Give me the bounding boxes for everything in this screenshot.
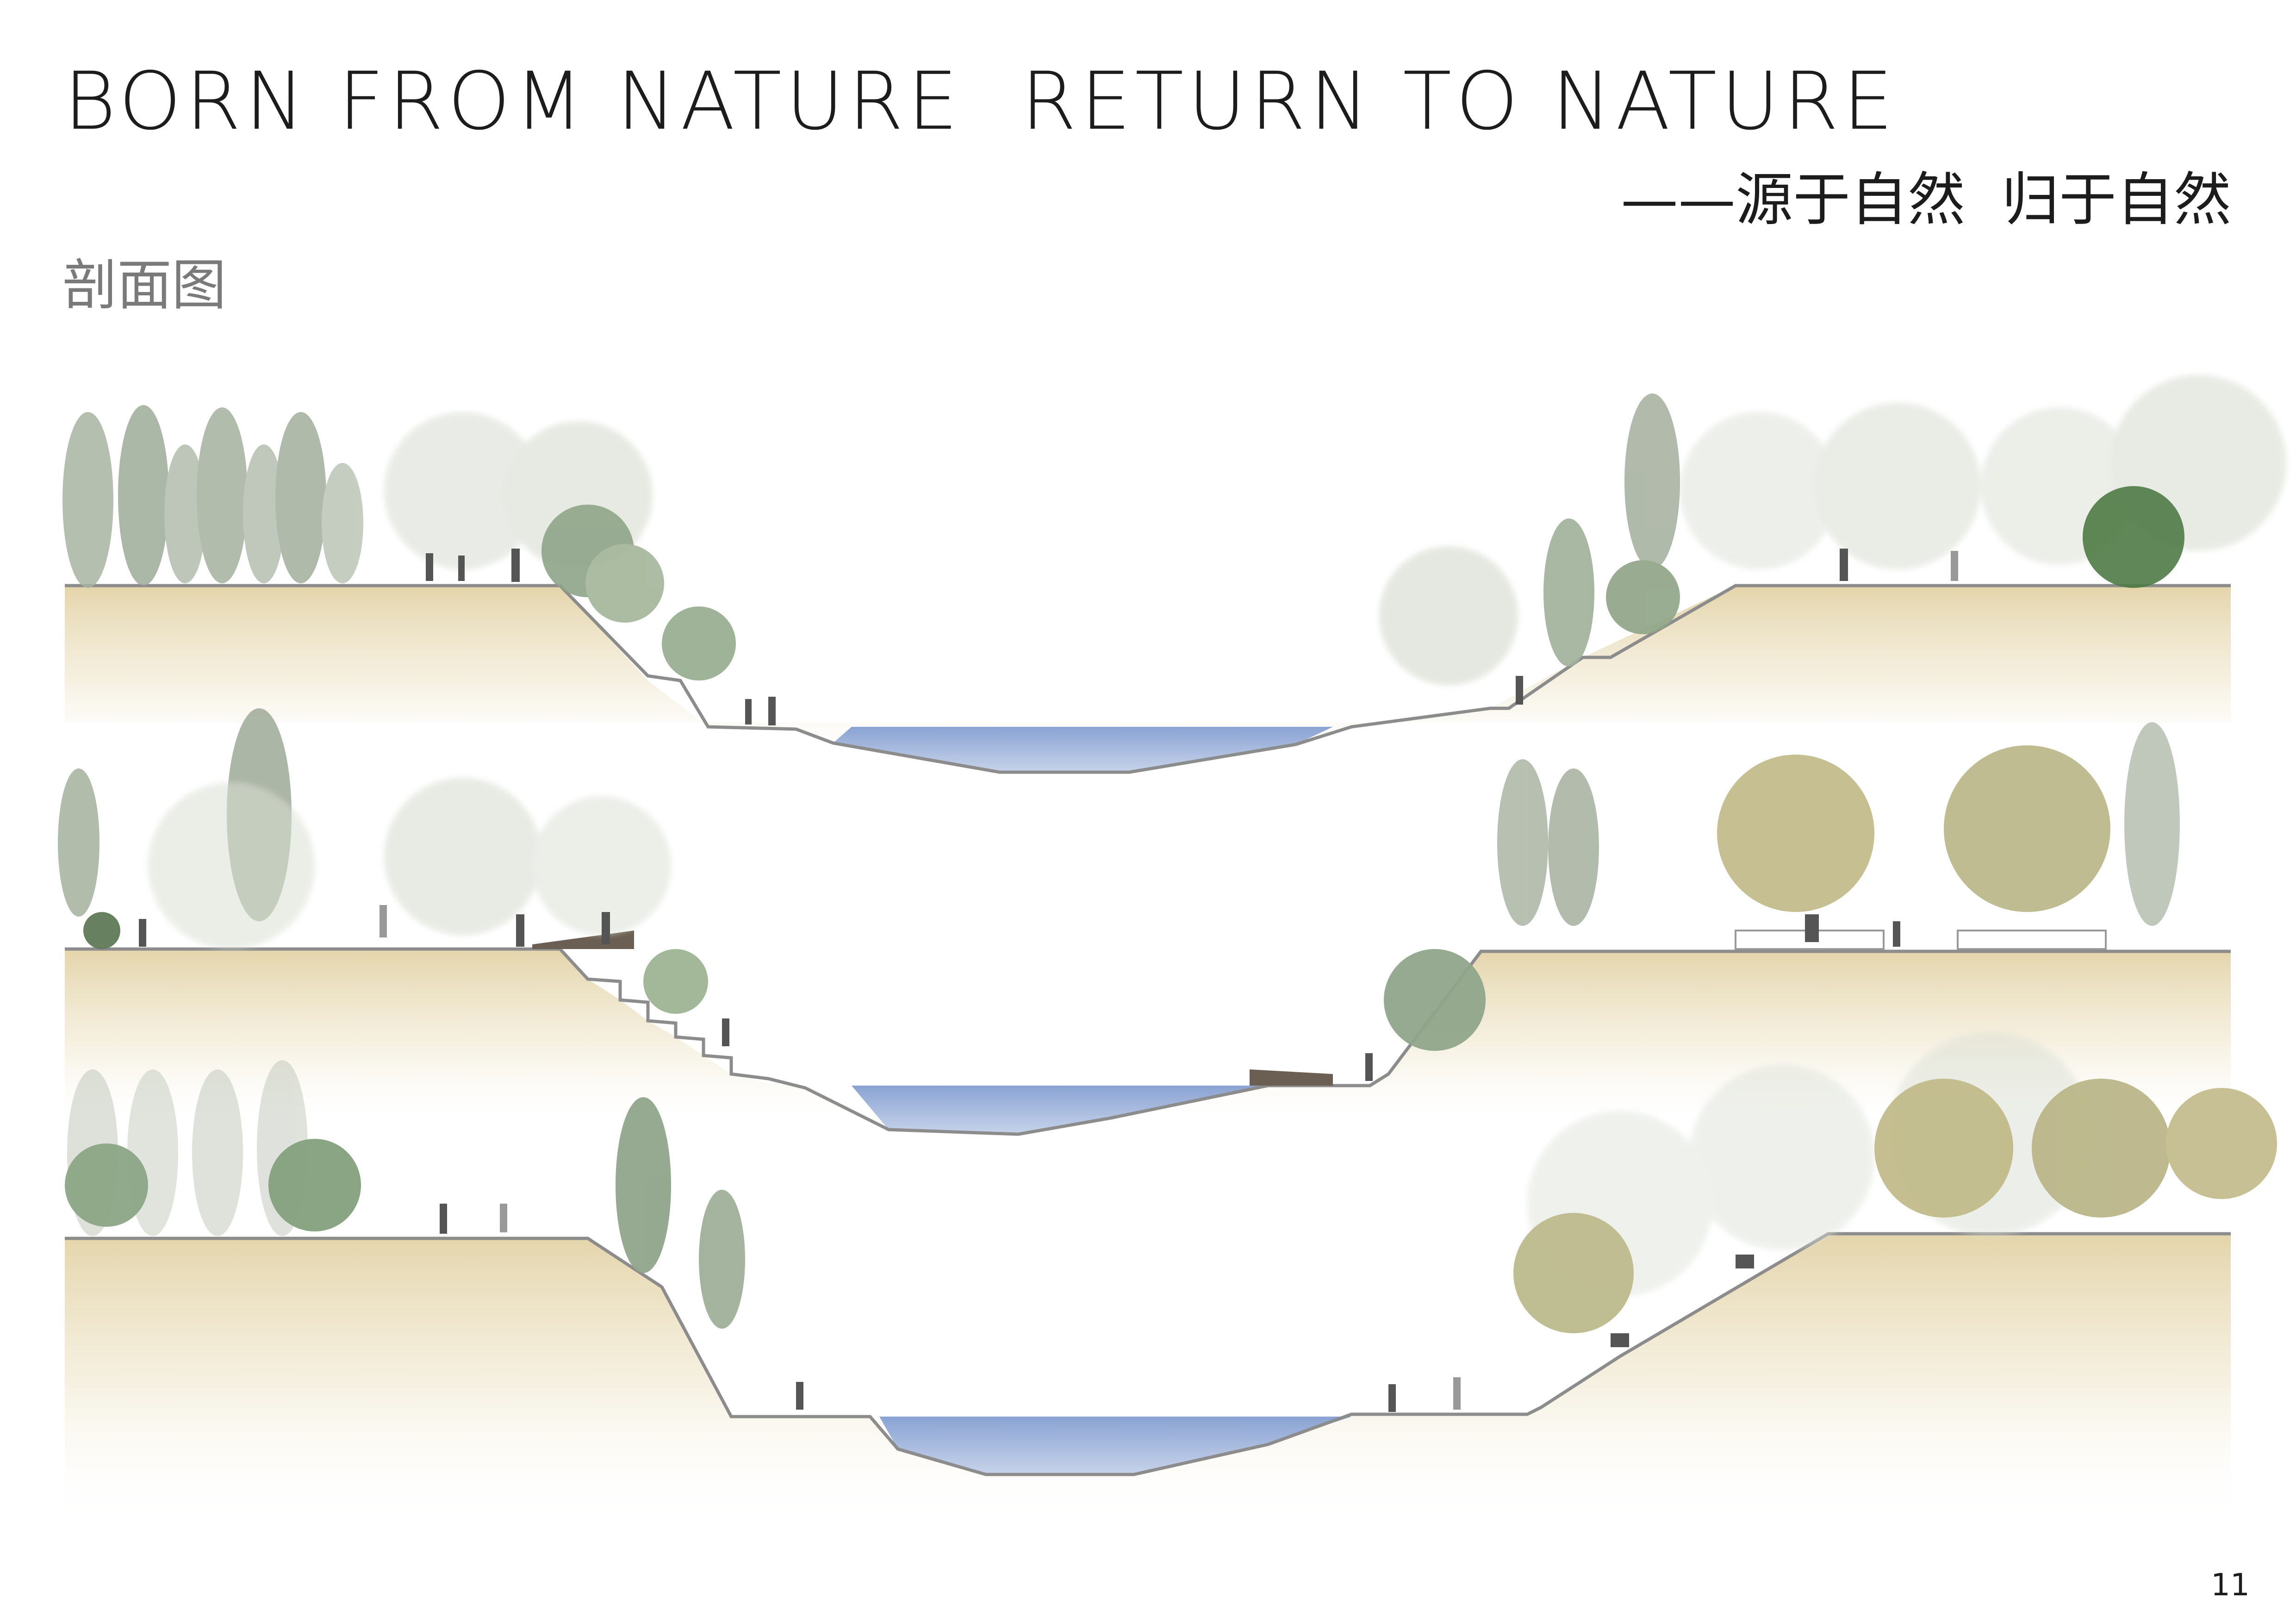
misty-trees — [384, 375, 2286, 685]
section-2 — [58, 708, 2231, 1136]
section-3 — [65, 1032, 2277, 1528]
water-body — [833, 727, 1333, 772]
page-number: 11 — [2211, 1567, 2250, 1603]
people — [139, 905, 1900, 1081]
people — [426, 549, 1958, 725]
soil-mass — [65, 586, 2231, 773]
page-title: BORN FROM NATURE RETURN TO NATURE — [64, 55, 1898, 148]
water-body — [852, 1086, 1268, 1134]
soil-mass — [65, 949, 2231, 1134]
misty-trees — [148, 778, 671, 949]
steps-seating — [1735, 930, 2107, 950]
ground-line — [65, 1232, 2231, 1476]
boardwalk — [532, 931, 634, 949]
page-subtitle: ——源于自然 归于自然 — [1621, 167, 2231, 233]
tree-row — [62, 405, 363, 588]
water-body — [879, 1417, 1351, 1474]
soil-mass — [65, 1234, 2231, 1528]
slope-trees — [541, 394, 2184, 681]
feature-trees — [65, 1079, 2277, 1333]
ground-line — [65, 584, 2231, 774]
people — [440, 1204, 1754, 1412]
section-drawing-label: 剖面图 — [62, 253, 227, 317]
section-1 — [62, 375, 2286, 774]
viewing-deck — [1250, 1069, 1333, 1086]
feature-trees — [83, 745, 2110, 1051]
